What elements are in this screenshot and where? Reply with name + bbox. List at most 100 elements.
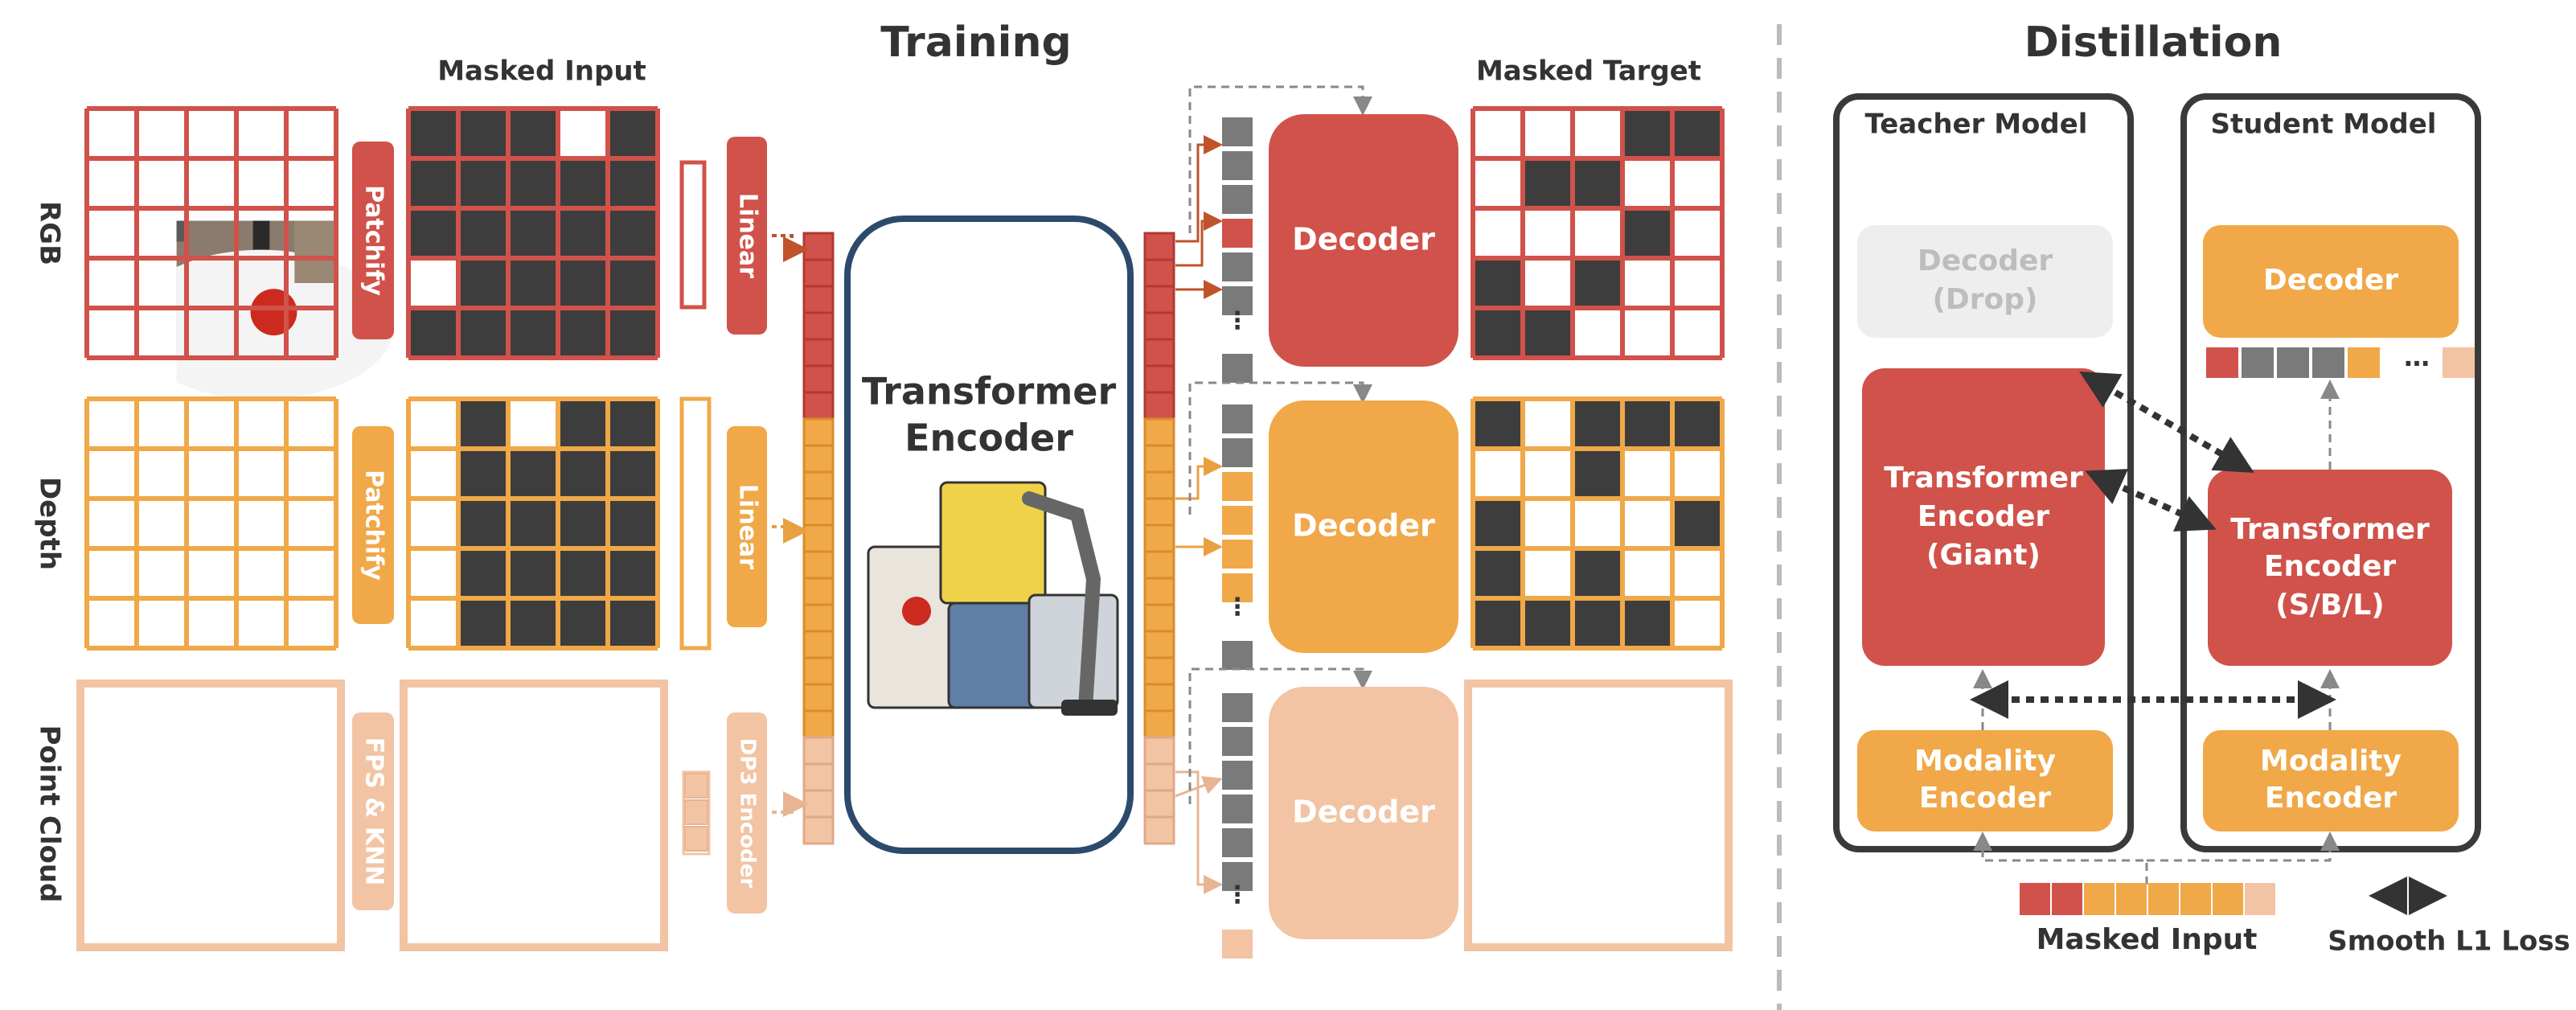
rgb-target-cell	[1473, 308, 1523, 358]
student-modality-encoder	[2203, 730, 2459, 831]
loss-label: Smooth L1 Loss	[2328, 926, 2570, 958]
rgb-masked-cell-grid	[406, 106, 660, 360]
decoder-input-token-rgb	[1222, 354, 1253, 383]
depth-masked-cell	[458, 449, 508, 499]
input-token-rgb	[802, 364, 835, 394]
decoder-depth-label: Decoder	[1292, 508, 1435, 544]
input-token-rgb	[802, 311, 835, 341]
decoder-input-token-pc	[1222, 727, 1253, 756]
decoder-input-token-rgb	[1222, 151, 1253, 180]
depth-masked-cell	[558, 499, 608, 548]
input-token-depth	[802, 444, 835, 474]
depth-target-cell	[1473, 548, 1523, 598]
output-token-depth	[1143, 497, 1175, 527]
rgb-target-cell-grid	[1471, 106, 1725, 360]
decoder-depth	[1269, 400, 1458, 653]
student-transformer-encoder	[2208, 470, 2452, 666]
decoder-input-token-depth	[1222, 641, 1253, 670]
student-title: Student Model	[2211, 109, 2437, 141]
depth-masked-cell	[558, 598, 608, 648]
rgb-masked-cell	[558, 258, 608, 308]
decoder-input-token-depth	[1222, 472, 1253, 501]
rgb-target-cell	[1573, 258, 1622, 308]
input-token-depth	[802, 550, 835, 580]
rgb-target-cell	[1622, 208, 1672, 258]
output-token-rgb	[1143, 311, 1175, 341]
output-token-depth	[1143, 630, 1175, 659]
depth-target-cell	[1622, 598, 1672, 648]
rgb-target-cell	[1573, 158, 1622, 208]
arrow-out-rgb-1	[1175, 135, 1223, 243]
encoder-title-line1: Transformer	[862, 370, 1117, 413]
decoder-input-token-pc	[1222, 693, 1253, 722]
student-encoder-line2: Encoder	[2264, 550, 2396, 583]
input-token-rgb	[802, 285, 835, 314]
arrow-out-depth-1	[1175, 457, 1223, 500]
masked-input-header: Masked Input	[437, 55, 646, 88]
input-token-rgb	[802, 391, 835, 421]
pc-kept-token	[684, 826, 708, 852]
student-output-token	[2312, 347, 2344, 378]
input-token-depth	[802, 470, 835, 500]
rgb-target-cell	[1672, 109, 1722, 158]
depth-target-cell	[1573, 399, 1622, 449]
teacher-title: Teacher Model	[1865, 109, 2088, 141]
rgb-masked-cell	[608, 158, 658, 208]
depth-masked-cell-grid	[406, 396, 660, 651]
depth-target-cell	[1622, 399, 1672, 449]
output-token-depth	[1143, 550, 1175, 580]
depth-linear-box	[727, 426, 767, 627]
student-encoder-line3: (S/B/L)	[2275, 589, 2385, 622]
student-decoder-label: Decoder	[2263, 264, 2399, 297]
rgb-patchify-label: Patchify	[360, 185, 388, 296]
input-token-rgb	[802, 338, 835, 367]
depth-target-cell-grid	[1471, 396, 1725, 651]
student-output-token	[2206, 347, 2238, 378]
teacher-decoder-line1: Decoder	[1918, 244, 2053, 277]
masked-input-token	[2020, 883, 2050, 915]
depth-target-cell	[1672, 399, 1722, 449]
rgb-masked-cell	[608, 109, 658, 158]
rgb-target-cell	[1523, 158, 1573, 208]
masked-input-token	[2148, 883, 2179, 915]
input-token-depth	[802, 577, 835, 606]
distillation-title: Distillation	[2024, 18, 2283, 67]
masked-input-token	[2116, 883, 2147, 915]
output-token-depth	[1143, 577, 1175, 606]
depth-masked-cell	[458, 499, 508, 548]
rgb-masked-cell	[408, 158, 458, 208]
rgb-target-cell	[1622, 109, 1672, 158]
depth-masked-cell	[608, 548, 658, 598]
pc-fps-box	[352, 712, 394, 910]
depth-masked-cell	[458, 598, 508, 648]
output-token-pc	[1143, 815, 1175, 845]
decoder-input-token-depth	[1222, 573, 1253, 602]
depth-linear-label: Linear	[734, 484, 762, 569]
rgb-target-cell	[1523, 308, 1573, 358]
decoder-input-token-rgb	[1222, 252, 1253, 281]
rgb-image-grid	[84, 106, 338, 360]
decoder-input-token-depth	[1222, 506, 1253, 535]
rgb-masked-cell	[608, 208, 658, 258]
robot-puzzle-illustration	[867, 481, 1119, 716]
teacher-transformer-encoder	[1862, 368, 2105, 666]
rgb-masked-cell	[608, 258, 658, 308]
encoder-title-line2: Encoder	[904, 417, 1073, 460]
decoder-depth-ellipsis: ⋮	[1225, 593, 1249, 622]
teacher-encoder-line2: Encoder	[1918, 500, 2049, 533]
input-token-rgb	[802, 232, 835, 261]
output-token-rgb	[1143, 258, 1175, 288]
decoder-input-token-rgb	[1222, 117, 1253, 146]
depth-masked-cell	[558, 548, 608, 598]
output-token-rgb	[1143, 338, 1175, 367]
input-token-depth	[802, 630, 835, 659]
arrow-out-pc-2	[1175, 776, 1223, 798]
input-token-depth	[802, 683, 835, 712]
depth-target-cell	[1523, 598, 1573, 648]
row-label-pointcloud: Point Cloud	[34, 725, 66, 903]
depth-masked-cell	[608, 399, 658, 449]
arrow-pc-dp3	[772, 791, 809, 817]
input-token-depth	[802, 603, 835, 633]
pc-fps-label: FPS & KNN	[360, 737, 388, 886]
